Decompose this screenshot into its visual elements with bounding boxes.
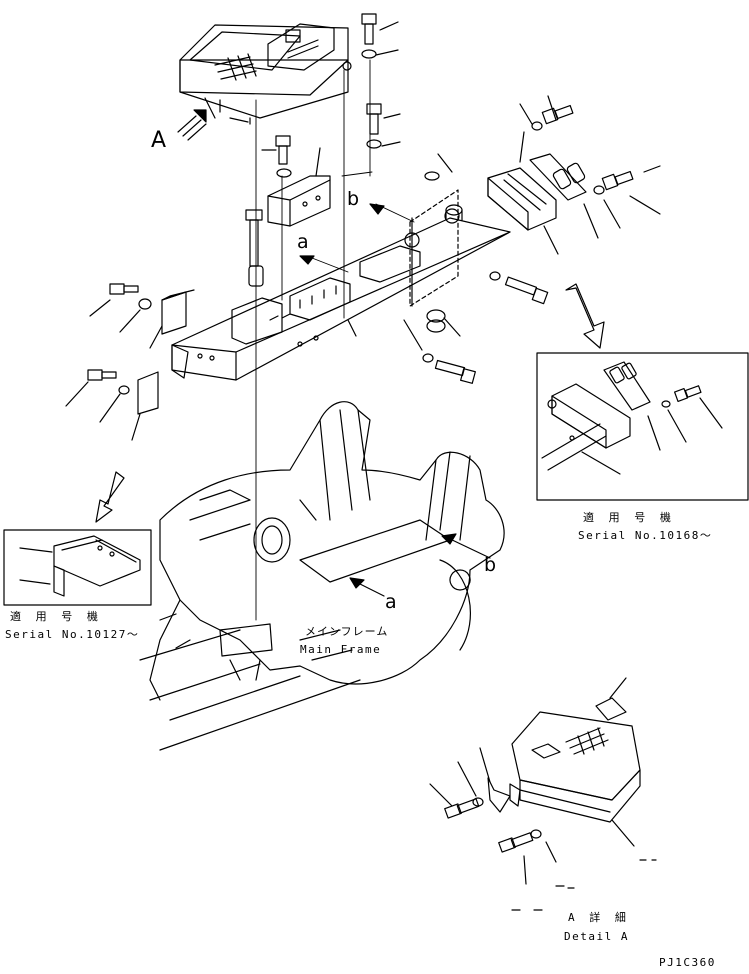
hollow-arrow-right — [566, 284, 604, 348]
top-bolts — [262, 14, 400, 177]
inset-left-box — [4, 530, 151, 605]
callout-arrows — [300, 204, 490, 596]
controller-box — [488, 96, 660, 254]
left-brackets — [66, 284, 194, 440]
inset-right-jp-label: 適 用 号 機 — [583, 511, 675, 524]
main-frame-jp-label: メインフレーム — [305, 625, 389, 638]
callout-b-upper: b — [347, 188, 360, 210]
callout-a-lower: a — [385, 591, 397, 613]
monitor-panel — [180, 24, 351, 124]
inset-right-serial: Serial No.10168～ — [578, 529, 713, 542]
side-bolts — [404, 272, 548, 383]
detail-a-drawing — [430, 678, 656, 910]
drawing-code: PJ1C360 — [659, 956, 716, 969]
mount-dampers — [410, 154, 462, 336]
main-frame-en-label: Main Frame — [300, 643, 382, 656]
inset-right-box — [537, 353, 748, 500]
long-stud — [246, 210, 263, 286]
view-a-arrow — [178, 110, 206, 140]
support-plate — [172, 209, 510, 380]
detail-a-en-label: Detail A — [564, 930, 629, 943]
center-bracket — [268, 148, 330, 226]
detail-a-jp-label: A 詳 細 — [568, 911, 630, 924]
hollow-arrow-left — [96, 472, 124, 522]
callout-a-upper: a — [297, 231, 309, 253]
inset-left-jp-label: 適 用 号 機 — [10, 610, 102, 623]
callout-b-lower: b — [484, 554, 497, 576]
main-frame — [140, 402, 504, 750]
inset-left-serial: Serial No.10127～ — [5, 628, 140, 641]
view-a-label: A — [151, 128, 167, 153]
